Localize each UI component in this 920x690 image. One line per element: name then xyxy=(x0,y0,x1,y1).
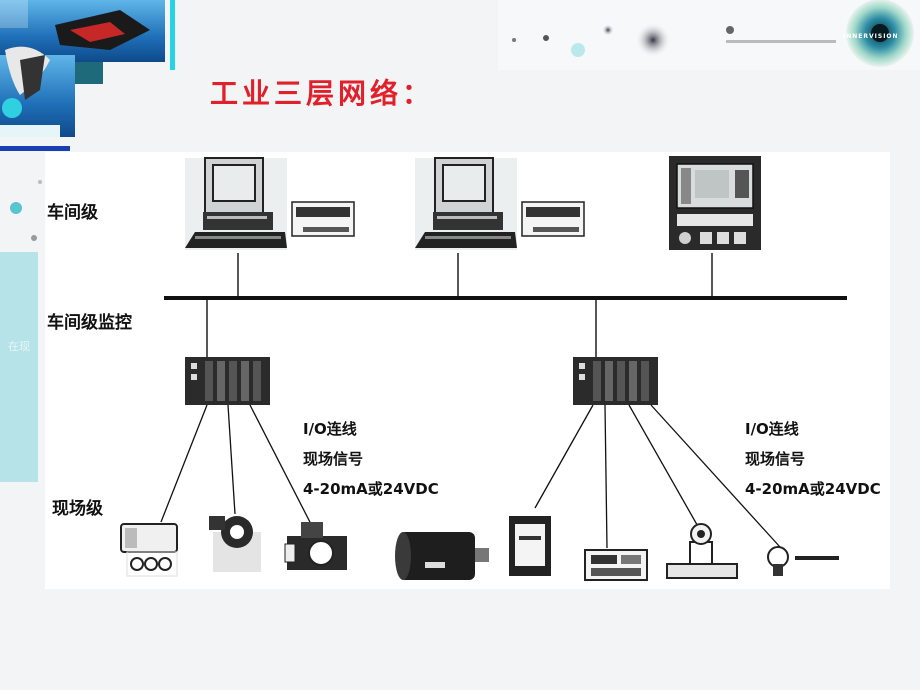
operator-panel xyxy=(669,156,761,250)
io-line-2: 现场信号 xyxy=(745,450,806,468)
network-diagram: 车间级 车间级监控 现场级 I/O连线 现场信号 4-20mA或24VDC I/… xyxy=(45,152,890,589)
workstation-2 xyxy=(415,157,585,250)
header-photo xyxy=(0,0,165,137)
side-decoration xyxy=(10,180,42,241)
motor xyxy=(395,532,489,580)
io-wire xyxy=(249,404,314,529)
pressure-transmitter xyxy=(666,523,738,579)
recorder-display xyxy=(584,549,648,581)
io-wire xyxy=(227,404,236,515)
io-line-3: 4-20mA或24VDC xyxy=(303,480,439,498)
page-title: 工业三层网络： xyxy=(210,77,435,110)
workstation-1 xyxy=(185,157,355,250)
io-wire xyxy=(604,404,608,549)
io-wire xyxy=(650,404,781,548)
banner-text: INNERVISION xyxy=(843,33,899,40)
motor-drive xyxy=(509,516,551,576)
diagram-graphics xyxy=(120,156,847,581)
plc-right xyxy=(573,357,658,405)
network-bus xyxy=(164,296,847,300)
level-label-workshop: 车间级 xyxy=(47,203,98,223)
io-text-right: I/O连线 现场信号 4-20mA或24VDC xyxy=(745,414,881,504)
io-line-1: I/O连线 xyxy=(303,420,357,438)
side-faint-text: 在现 xyxy=(8,340,30,353)
io-line-3: 4-20mA或24VDC xyxy=(745,480,881,498)
level-label-field: 现场级 xyxy=(52,499,103,519)
valve-actuator xyxy=(120,523,178,577)
io-line-1: I/O连线 xyxy=(745,420,799,438)
io-wire xyxy=(628,404,701,531)
io-wire xyxy=(160,404,208,523)
control-valve xyxy=(209,516,261,572)
io-wire xyxy=(534,404,594,509)
level-label-monitor: 车间级监控 xyxy=(47,313,132,333)
flow-valve xyxy=(284,522,347,570)
io-line-2: 现场信号 xyxy=(303,450,364,468)
accent-bar-vertical xyxy=(170,0,175,70)
io-text-left: I/O连线 现场信号 4-20mA或24VDC xyxy=(303,414,439,504)
temperature-sensor xyxy=(767,546,839,576)
side-strip xyxy=(0,252,38,482)
accent-bar-horizontal xyxy=(0,146,70,151)
header-banner: INNERVISION xyxy=(498,0,920,70)
plc-left xyxy=(185,357,270,405)
